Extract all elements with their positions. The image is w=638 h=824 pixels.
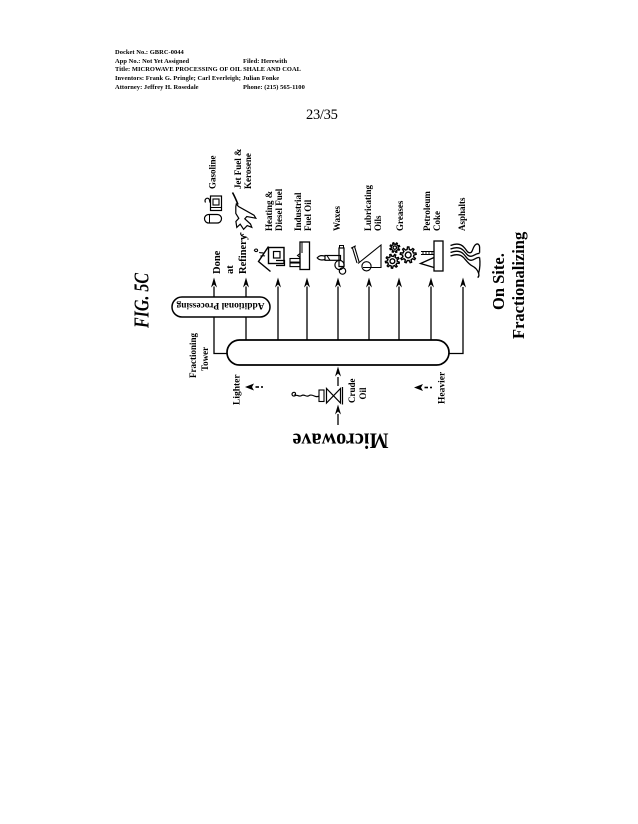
svg-text:Fractioning: Fractioning [188,333,198,378]
svg-text:Heating &: Heating & [264,190,274,231]
svg-text:Done: Done [212,250,223,274]
svg-text:Petroleum: Petroleum [422,191,432,231]
svg-text:Crude: Crude [347,378,357,403]
svg-text:FIG. 5C: FIG. 5C [130,272,154,329]
svg-text:Heavier: Heavier [438,371,448,404]
svg-text:Tower: Tower [200,347,210,371]
svg-text:Microwave: Microwave [292,429,388,454]
svg-text:Jet Fuel &: Jet Fuel & [233,148,243,189]
svg-text:Fuel Oil: Fuel Oil [303,199,313,231]
svg-text:Diesel Fuel: Diesel Fuel [274,188,284,231]
svg-text:Oil: Oil [358,387,368,400]
svg-text:Waxes: Waxes [332,206,342,231]
svg-text:Refinery: Refinery [238,234,249,274]
svg-text:Additional Processing: Additional Processing [176,300,264,310]
svg-text:Coke: Coke [432,211,442,231]
svg-text:Fractionalizing: Fractionalizing [509,231,528,339]
svg-text:Lubricating: Lubricating [363,184,373,231]
svg-text:Industrial: Industrial [293,192,303,231]
svg-text:Greases: Greases [395,200,405,231]
svg-text:Oils: Oils [373,215,383,231]
svg-text:Asphalts: Asphalts [457,197,467,231]
svg-text:On Site.: On Site. [489,253,508,310]
svg-text:Kerosene: Kerosene [243,153,253,189]
svg-text:Lighter: Lighter [233,374,243,405]
svg-text:at: at [225,265,236,274]
svg-text:Gasoline: Gasoline [208,155,218,189]
